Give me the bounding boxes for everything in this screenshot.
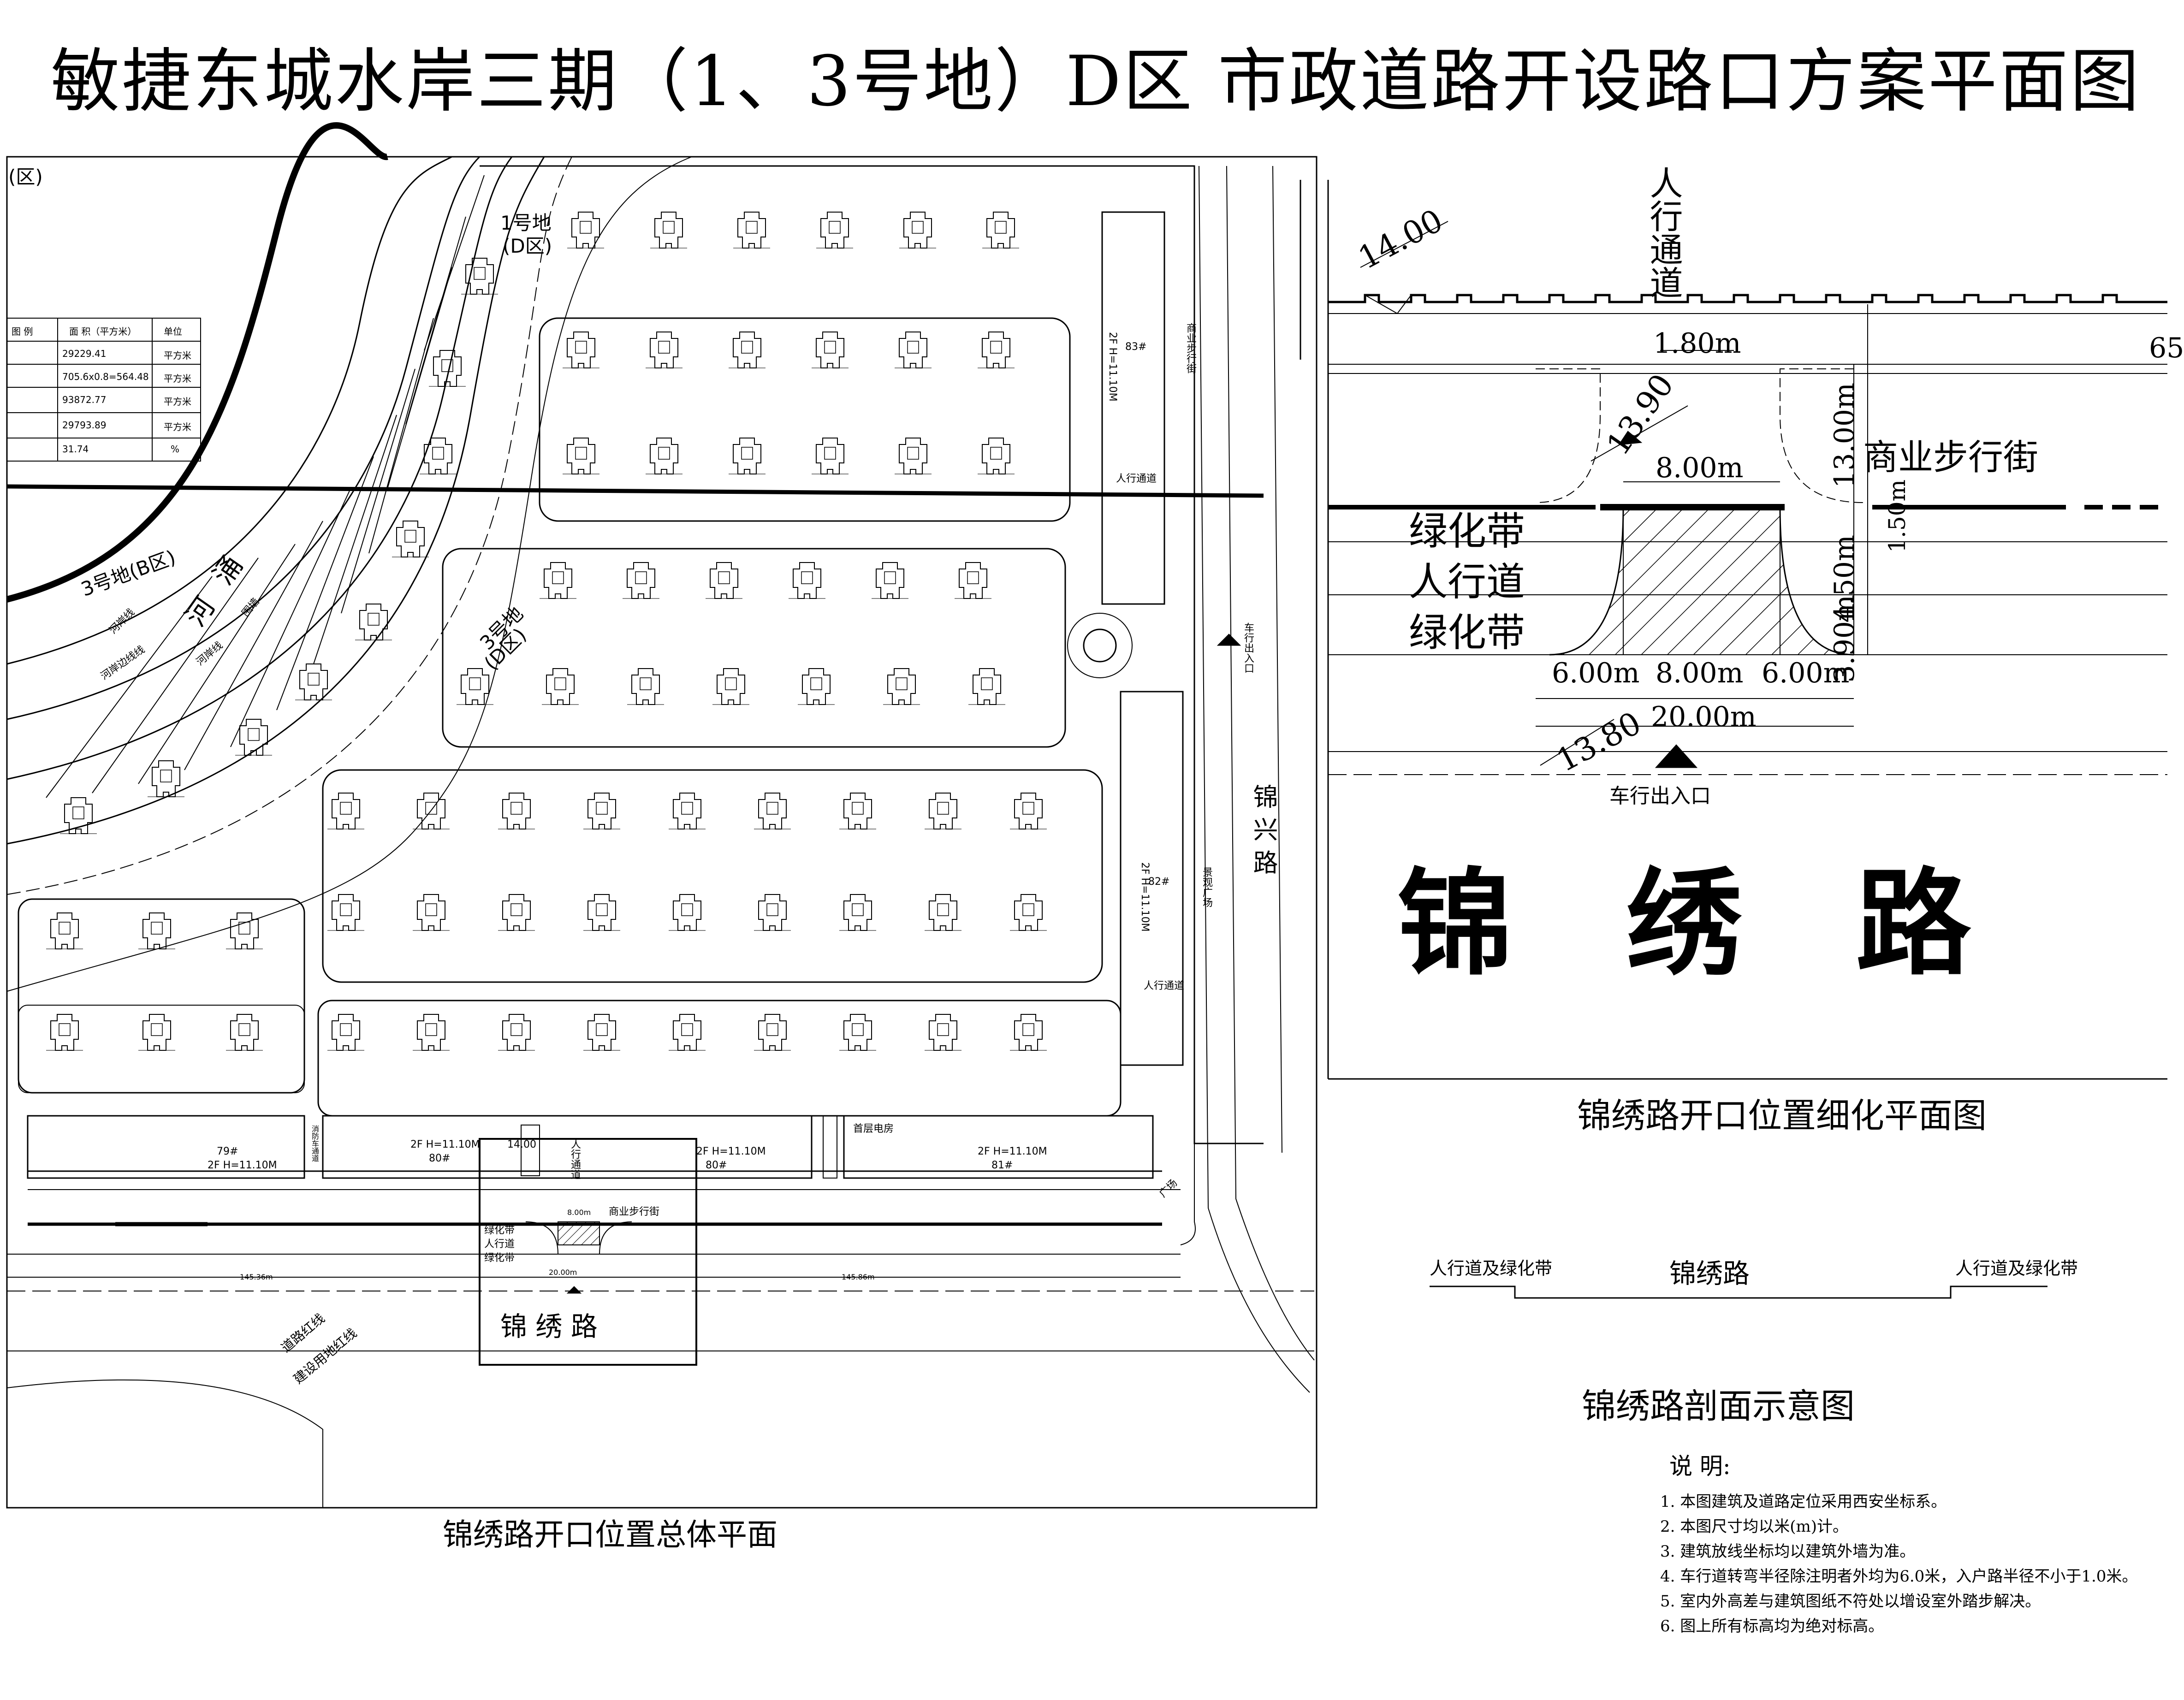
legend-header-area: 面 积（平方米） — [69, 326, 137, 337]
commercial-83-num: 83# — [1125, 341, 1147, 353]
dim-1-80: 1.80m — [1653, 327, 1741, 360]
commercial-82: 2F H=11.10M — [1139, 862, 1151, 932]
note-item: 1. 本图建筑及道路定位采用西安坐标系。 — [1660, 1493, 1947, 1511]
inset-dim-8: 8.00m — [567, 1208, 591, 1217]
legend-table — [6, 318, 201, 462]
legend-area-4: 29793.89 — [62, 420, 107, 431]
inset-green-1: 绿化带 — [484, 1225, 515, 1236]
notes-list: 1. 本图建筑及道路定位采用西安坐标系。 2. 本图尺寸均以米(m)计。 3. … — [1660, 1489, 2137, 1639]
legend-header-symbol: 图 例 — [12, 326, 33, 337]
commercial-81-num: 81# — [991, 1160, 1013, 1171]
legend-area-5: 31.74 — [62, 444, 89, 455]
detail-sidewalk: 人行道 — [1409, 559, 1525, 604]
note-item: 3. 建筑放线坐标均以建筑外墙为准。 — [1660, 1542, 1916, 1561]
detail-edge-number: 65 — [2149, 332, 2184, 364]
power-room: 首层电房 — [853, 1123, 894, 1135]
section-center-label: 锦绣路 — [1669, 1258, 1750, 1289]
commercial-79-num: 79# — [217, 1146, 238, 1157]
note-item: 6. 图上所有标高均为绝对标高。 — [1660, 1617, 1884, 1635]
dim-13-00: 13.00m — [1828, 383, 1861, 488]
note-item: 2. 本图尺寸均以米(m)计。 — [1660, 1517, 1849, 1536]
section-caption: 锦绣路剖面示意图 — [1582, 1386, 1855, 1426]
detail-green-2: 绿化带 — [1409, 610, 1525, 655]
legend-unit-1: 平方米 — [164, 350, 191, 361]
landscape-plaza: 景观广场 — [1201, 867, 1212, 907]
plot-label-edge: (区) — [8, 166, 43, 188]
walkway-label-2: 人行通道 — [1144, 980, 1185, 992]
inset-elev: 14.00 — [507, 1139, 536, 1150]
inset-walkway: 人行通道 — [569, 1139, 581, 1179]
legend-area-1: 29229.41 — [62, 348, 107, 359]
road-jinxing: 锦 兴 路 — [1249, 784, 1278, 875]
legend-header-unit: 单位 — [164, 326, 182, 337]
commercial-81: 2F H=11.10M — [978, 1146, 1047, 1157]
dim-right: 145.86m — [842, 1273, 875, 1281]
note-item: 4. 车行道转弯半径除注明者外均为6.0米，入户路半径不小于1.0米。 — [1660, 1567, 2138, 1586]
commercial-80a: 2F H=11.10M — [410, 1139, 480, 1150]
notes-heading: 说 明: — [1669, 1453, 1731, 1480]
detail-green-1: 绿化带 — [1409, 509, 1525, 554]
dim-left: 145.36m — [240, 1273, 273, 1281]
legend-unit-2: 平方米 — [164, 373, 191, 384]
site-plan-caption: 锦绣路开口位置总体平面 — [443, 1517, 777, 1552]
dim-8-00-top: 8.00m — [1656, 452, 1744, 484]
legend-area-3: 93872.77 — [62, 394, 107, 405]
inset-commercial: 商业步行街 — [609, 1206, 660, 1218]
site-plan — [6, 122, 1318, 1509]
detail-plan-caption: 锦绣路开口位置细化平面图 — [1577, 1096, 1987, 1136]
inset-dim-20: 20.00m — [549, 1268, 577, 1277]
legend-unit-5: % — [171, 444, 180, 455]
detail-walkway: 人行通道 — [1644, 166, 1683, 299]
section-right-label: 人行道及绿化带 — [1955, 1258, 2078, 1279]
detail-entrance: 车行出入口 — [1609, 784, 1711, 808]
villa-grid — [46, 212, 1047, 1051]
inset-green-2: 绿化带 — [484, 1252, 515, 1264]
fire-lane: 消防车通道 — [310, 1125, 319, 1162]
detail-plan — [566, 180, 2167, 1294]
page-title: 敏捷东城水岸三期（1、3号地）D区 市政道路开设路口方案平面图 — [51, 41, 2141, 122]
commercial-street: 商业步行街 — [1185, 323, 1196, 373]
road-section — [1430, 1285, 2048, 1299]
legend-area-2: 705.6x0.8=564.48 — [62, 371, 149, 382]
commercial-80a-num: 80# — [429, 1153, 451, 1164]
commercial-80b: 2F H=11.10M — [696, 1146, 766, 1157]
detail-road-jinxiu: 锦 绣 路 — [1397, 857, 2008, 991]
dim-6-00-left: 6.00m — [1552, 657, 1640, 689]
commercial-83: 2F H=11.10M — [1107, 332, 1118, 402]
plot-label-1: 1号地 — [500, 212, 552, 234]
dim-20-00: 20.00m — [1651, 701, 1757, 733]
section-left-label: 人行道及绿化带 — [1430, 1258, 1553, 1279]
dim-8-00-bottom: 8.00m — [1656, 657, 1744, 689]
note-item: 5. 室内外高差与建筑图纸不符处以增设室外踏步解决。 — [1660, 1592, 2041, 1611]
road-jinxiu-inset: 锦 绣 路 — [500, 1311, 598, 1342]
inset-sidewalk: 人行道 — [484, 1238, 515, 1250]
walkway-label-1: 人行通道 — [1116, 473, 1157, 485]
dim-1-50: 1.50m — [1884, 480, 1911, 553]
commercial-80b-num: 80# — [706, 1160, 727, 1171]
commercial-79: 2F H=11.10M — [208, 1160, 277, 1171]
commercial-82-num: 82# — [1148, 876, 1170, 888]
dim-6-00-right: 6.00m — [1762, 657, 1850, 689]
detail-commercial: 商业步行街 — [1863, 437, 2038, 478]
legend-unit-3: 平方米 — [164, 396, 191, 407]
plot-label-1-zone: (D区) — [503, 235, 552, 257]
legend-unit-4: 平方米 — [164, 421, 191, 432]
entrance-east: 车行出入口 — [1242, 622, 1254, 673]
